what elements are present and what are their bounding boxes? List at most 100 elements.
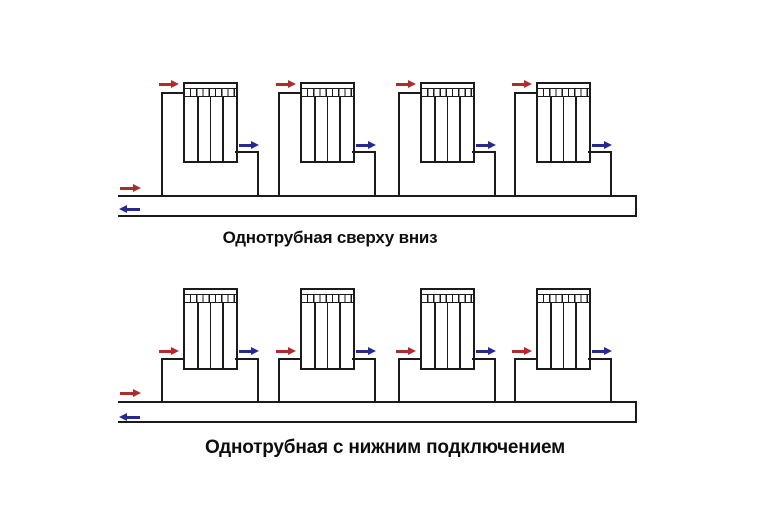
return-drop-pipe	[257, 151, 259, 197]
arrow-shaft	[476, 144, 490, 147]
supply-arrow-icon	[396, 347, 416, 356]
main-pipe-bottom-line	[118, 421, 637, 423]
arrow-shaft	[120, 392, 135, 395]
arrow-head	[133, 184, 141, 192]
arrow-shaft	[239, 350, 253, 353]
return-connector-pipe	[352, 151, 376, 153]
supply-riser-pipe	[278, 358, 280, 403]
caption-bottom-connection: Однотрубная с нижним подключением	[204, 437, 566, 458]
arrow-shaft	[125, 416, 140, 419]
return-connector-pipe	[588, 151, 612, 153]
supply-riser-pipe	[514, 92, 516, 197]
main-pipe-bottom-line	[118, 215, 637, 217]
arrow-head	[251, 347, 259, 355]
arrow-shaft	[276, 83, 290, 86]
supply-arrow-icon	[512, 80, 532, 89]
main-pipe-top-line	[118, 401, 637, 403]
supply-connector-pipe	[278, 92, 303, 94]
supply-arrow-icon	[120, 184, 141, 193]
main-pipe-top-line	[118, 195, 637, 197]
arrow-shaft	[159, 83, 173, 86]
return-connector-pipe	[235, 151, 259, 153]
supply-connector-pipe	[398, 92, 423, 94]
radiator-section-line	[196, 303, 199, 368]
radiator-section-line	[209, 97, 212, 161]
return-arrow-icon	[476, 141, 496, 150]
return-arrow-icon	[476, 347, 496, 356]
arrow-head	[119, 413, 127, 421]
supply-connector-pipe	[514, 358, 539, 360]
supply-arrow-icon	[159, 347, 179, 356]
radiator-top-sections	[422, 88, 473, 97]
arrow-head	[604, 347, 612, 355]
return-arrow-icon	[119, 205, 140, 214]
arrow-head	[133, 389, 141, 397]
radiator	[536, 82, 591, 163]
arrow-head	[368, 141, 376, 149]
radiator	[183, 288, 238, 370]
supply-riser-pipe	[398, 92, 400, 197]
arrow-shaft	[592, 144, 606, 147]
radiator-top-sections	[538, 88, 589, 97]
supply-arrow-icon	[159, 80, 179, 89]
return-drop-pipe	[374, 358, 376, 403]
radiator-section-line	[433, 303, 436, 368]
radiator-section-line	[339, 97, 342, 161]
return-connector-pipe	[235, 358, 259, 360]
arrow-shaft	[396, 350, 410, 353]
supply-arrow-icon	[120, 389, 141, 398]
return-arrow-icon	[592, 347, 612, 356]
radiator-section-line	[326, 303, 329, 368]
return-drop-pipe	[494, 358, 496, 403]
arrow-shaft	[512, 83, 526, 86]
radiator-section-line	[433, 97, 436, 161]
radiator-section-line	[549, 303, 552, 368]
supply-arrow-icon	[276, 347, 296, 356]
arrow-head	[368, 347, 376, 355]
arrow-shaft	[512, 350, 526, 353]
arrow-shaft	[396, 83, 410, 86]
supply-arrow-icon	[512, 347, 532, 356]
main-pipe-end-cap	[635, 195, 637, 217]
radiator-section-line	[209, 303, 212, 368]
supply-connector-pipe	[278, 358, 303, 360]
supply-riser-pipe	[278, 92, 280, 197]
return-arrow-icon	[592, 141, 612, 150]
supply-arrow-icon	[396, 80, 416, 89]
arrow-shaft	[125, 208, 140, 211]
return-connector-pipe	[472, 151, 496, 153]
arrow-shaft	[276, 350, 290, 353]
arrow-head	[604, 141, 612, 149]
return-arrow-icon	[239, 347, 259, 356]
radiator-section-line	[339, 303, 342, 368]
radiator-top-sections	[302, 294, 353, 303]
return-arrow-icon	[239, 141, 259, 150]
return-drop-pipe	[257, 358, 259, 403]
return-drop-pipe	[494, 151, 496, 197]
radiator	[420, 288, 475, 370]
radiator-top-sections	[185, 88, 236, 97]
arrow-shaft	[356, 350, 370, 353]
radiator-section-line	[446, 97, 449, 161]
arrow-head	[288, 347, 296, 355]
radiator-section-line	[446, 303, 449, 368]
supply-riser-pipe	[161, 358, 163, 403]
arrow-head	[119, 205, 127, 213]
return-connector-pipe	[472, 358, 496, 360]
arrow-shaft	[476, 350, 490, 353]
arrow-shaft	[159, 350, 173, 353]
return-arrow-icon	[119, 413, 140, 422]
radiator-top-sections	[185, 294, 236, 303]
arrow-head	[251, 141, 259, 149]
arrow-head	[171, 80, 179, 88]
caption-top-down: Однотрубная сверху вниз	[222, 228, 438, 247]
arrow-head	[488, 141, 496, 149]
supply-connector-pipe	[514, 92, 539, 94]
arrow-shaft	[356, 144, 370, 147]
return-drop-pipe	[610, 151, 612, 197]
radiator-section-line	[562, 303, 565, 368]
arrow-head	[524, 80, 532, 88]
main-pipe-end-cap	[635, 401, 637, 423]
radiator-section-line	[562, 97, 565, 161]
